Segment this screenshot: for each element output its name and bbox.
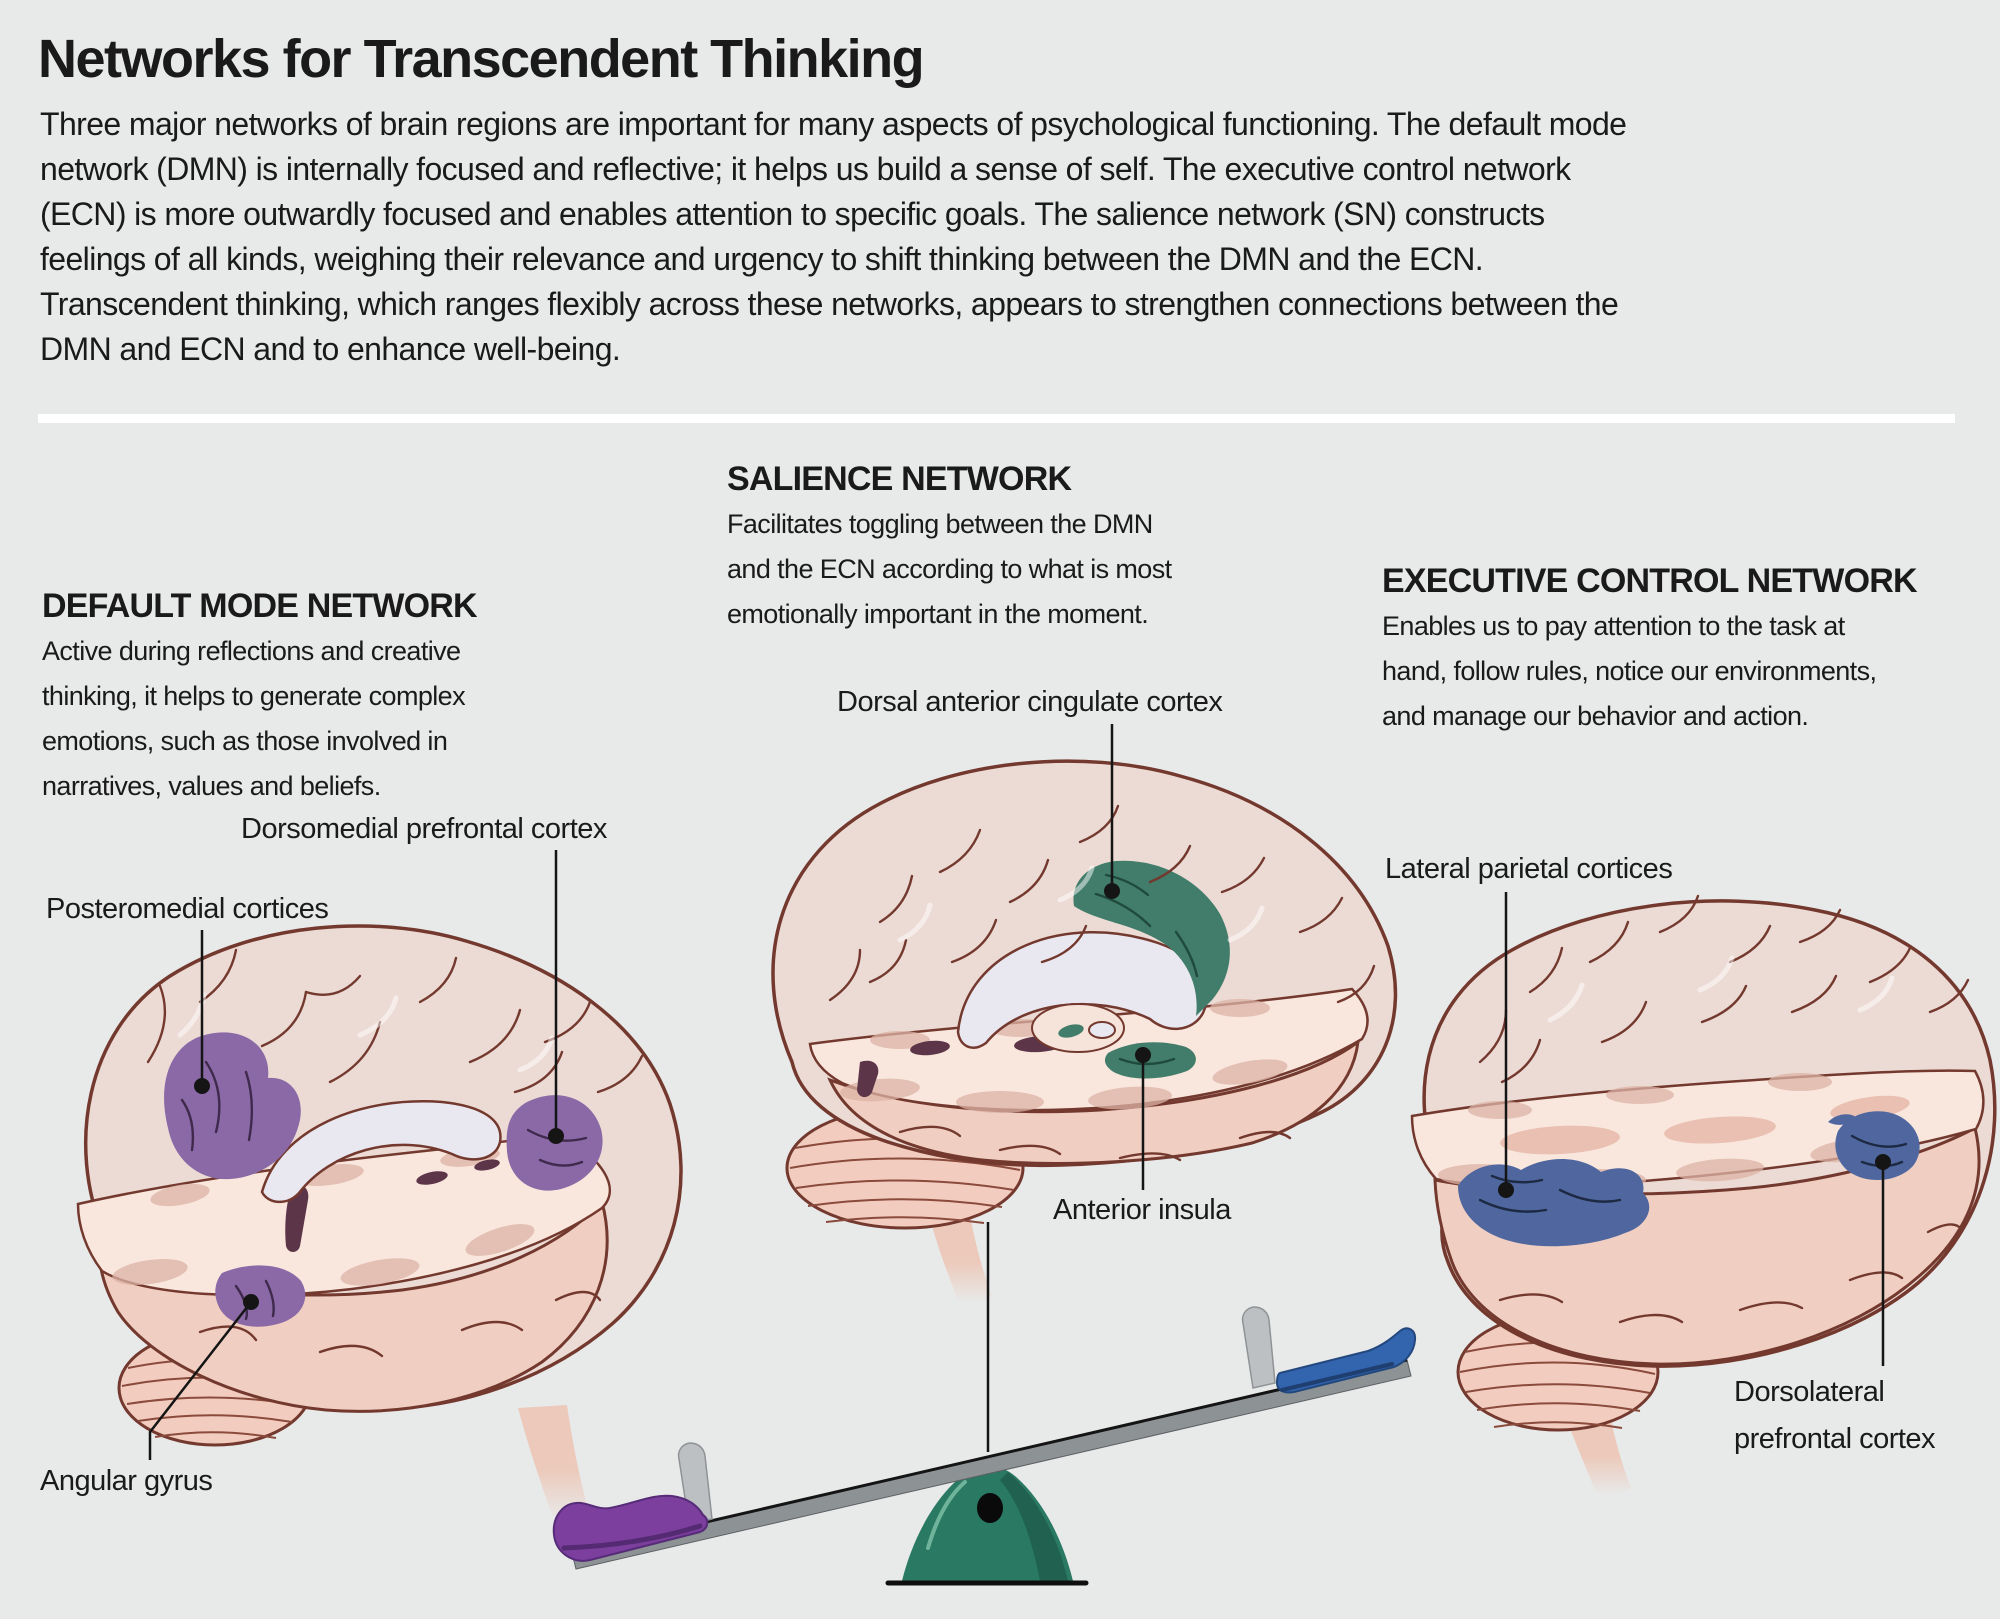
dot-dorsomedial [548, 1128, 564, 1144]
ecn-description-line: Enables us to pay attention to the task … [1382, 611, 1845, 641]
intro-line: feelings of all kinds, weighing their re… [40, 241, 1484, 277]
sn-description-line: Facilitates toggling between the DMN [727, 509, 1153, 539]
intro-line: DMN and ECN and to enhance well-being. [40, 331, 621, 367]
seesaw-plank [571, 1358, 1412, 1570]
sn-region-anterior-insula [1058, 1024, 1196, 1079]
intro-line: Transcendent thinking, which ranges flex… [40, 286, 1619, 322]
dmn-corpus-callosum [260, 1100, 502, 1204]
ecn-description-line: hand, follow rules, notice our environme… [1382, 656, 1877, 686]
dot-dacc [1104, 883, 1120, 899]
dot-posteromedial [194, 1078, 210, 1094]
sn-gyri-highlights [897, 865, 1265, 943]
dmn-heading: DEFAULT MODE NETWORK [42, 587, 478, 625]
ecn-seat-post [1241, 1306, 1276, 1389]
dmn-brain [76, 924, 683, 1521]
dmn-deep-structures [285, 1159, 500, 1252]
leader-lines [148, 724, 1885, 1460]
ecn-heading: EXECUTIVE CONTROL NETWORK [1382, 562, 1918, 600]
dot-insula [1135, 1047, 1151, 1063]
dmn-brainstem [518, 1405, 589, 1521]
intro-line: Three major networks of brain regions ar… [40, 106, 1627, 142]
label-lateral-parietal-cortices: Lateral parietal cortices [1385, 853, 1673, 885]
dmn-description-line: narratives, values and beliefs. [42, 771, 381, 801]
seesaw-fulcrum [885, 1466, 1089, 1586]
section-executive-control-network: EXECUTIVE CONTROL NETWORK Enables us to … [1382, 559, 1918, 739]
sn-temporal-lobe [827, 1038, 1360, 1165]
intro-paragraph: Three major networks of brain regions ar… [40, 102, 1627, 372]
label-dlpfc-line1: Dorsolateral [1734, 1376, 1885, 1408]
dmn-seat [552, 1494, 709, 1562]
dot-lateral-parietal [1498, 1182, 1514, 1198]
dot-dlpfc [1875, 1154, 1891, 1170]
ecn-temporal-lobe [1433, 1125, 1981, 1366]
sn-region-dacc [1073, 860, 1230, 1016]
dmn-region-angular-gyrus [215, 1265, 306, 1327]
divider-rule [38, 414, 1955, 423]
dmn-region-posteromedial [164, 1032, 301, 1180]
section-default-mode-network: DEFAULT MODE NETWORK Active during refle… [42, 584, 478, 809]
sn-brain [771, 759, 1398, 1303]
label-dorsolateral-prefrontal-cortex: Dorsolateral prefrontal cortex [1734, 1369, 1936, 1463]
sn-description-line: and the ECN according to what is most [727, 554, 1172, 584]
page-title: Networks for Transcendent Thinking [38, 29, 925, 89]
label-anterior-insula: Anterior insula [1053, 1194, 1231, 1226]
section-salience-network: SALIENCE NETWORK Facilitates toggling be… [727, 457, 1172, 637]
sn-description-line: emotionally important in the moment. [727, 599, 1149, 629]
leader-angular [148, 1301, 252, 1460]
dmn-temporal-lobe [98, 1199, 609, 1413]
dmn-description-line: thinking, it helps to generate complex [42, 681, 466, 711]
fulcrum-hole [977, 1493, 1003, 1523]
dmn-description-line: emotions, such as those involved in [42, 726, 448, 756]
ecn-description-line: and manage our behavior and action. [1382, 701, 1809, 731]
ecn-gyri [1478, 894, 1970, 1324]
leader-dots [194, 883, 1891, 1310]
ecn-gyri-highlights [1547, 955, 1895, 1023]
seesaw [552, 1306, 1417, 1586]
sn-thalamus-core [1088, 1021, 1116, 1039]
label-angular-gyrus: Angular gyrus [40, 1465, 213, 1497]
label-dorsomedial-prefrontal-cortex: Dorsomedial prefrontal cortex [241, 813, 607, 845]
ecn-cut-waves [1500, 1095, 1910, 1155]
ecn-region-dlpfc [1828, 1111, 1920, 1181]
dot-angular [243, 1294, 259, 1310]
ecn-brainstem [1563, 1410, 1631, 1495]
label-dorsal-anterior-cingulate-cortex: Dorsal anterior cingulate cortex [837, 686, 1223, 718]
intro-line: (ECN) is more outwardly focused and enab… [40, 196, 1545, 232]
sn-brainstem [928, 1212, 992, 1303]
ecn-brain [1410, 894, 1997, 1495]
label-dlpfc-line2: prefrontal cortex [1734, 1423, 1936, 1455]
ecn-seat [1275, 1327, 1417, 1394]
label-posteromedial-cortices: Posteromedial cortices [46, 893, 329, 925]
sn-gyri [828, 804, 1376, 1162]
sn-heading: SALIENCE NETWORK [727, 460, 1072, 498]
intro-line: network (DMN) is internally focused and … [40, 151, 1571, 187]
dmn-description-line: Active during reflections and creative [42, 636, 461, 666]
sn-corpus-callosum [956, 931, 1209, 1049]
